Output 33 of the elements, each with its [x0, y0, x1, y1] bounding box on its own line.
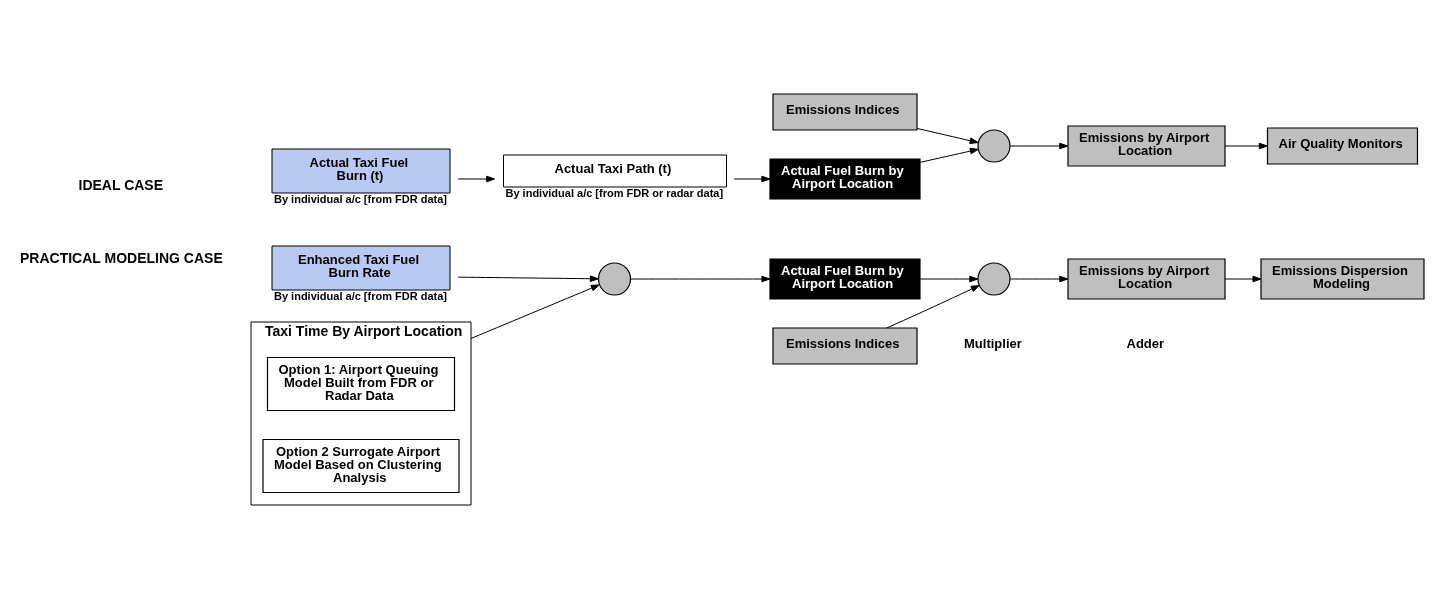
node-label: By individual a/c [from FDR or radar data]: [505, 186, 724, 199]
node-label: By individual a/c [from FDR data]: [274, 192, 447, 205]
node-circle: [977, 261, 1011, 296]
node-box: Option 1: Airport Queuing Model Built from FDR or Radar Data: [266, 356, 456, 411]
arrow: [470, 283, 600, 339]
node-box: Actual Fuel Burn by Airport Location: [769, 157, 921, 200]
arrow: [916, 127, 979, 144]
arrow: [457, 274, 599, 282]
node-box: Emissions by Airport Location: [1067, 124, 1226, 167]
legend-label: Adder: [1126, 335, 1165, 351]
label: IDEAL CASE: [78, 176, 164, 193]
arrow: [1009, 142, 1069, 149]
node-box: Emissions Indices: [772, 92, 918, 131]
node-box: Emissions Dispersion Modeling: [1260, 257, 1425, 300]
arrow: [457, 175, 496, 182]
arrow: [886, 284, 980, 328]
legend-label: Multiplier: [964, 335, 1022, 351]
arrow: [919, 147, 979, 163]
arrow: [1224, 275, 1262, 282]
node-box: Option 2 Surrogate Airport Model Based on Clustering Analysis: [262, 438, 460, 493]
arrow: [733, 175, 771, 182]
arrow: [630, 275, 771, 282]
arrow: [1009, 275, 1069, 282]
node-circle: [977, 128, 1011, 163]
node-box: Emissions by Airport Location: [1067, 257, 1226, 300]
node-box: Emissions Indices: [772, 326, 918, 365]
node-label: By individual a/c [from FDR data]: [274, 289, 447, 302]
arrow: [919, 275, 979, 282]
label: PRACTICAL MODELING CASE: [20, 249, 223, 266]
node-box: Actual Fuel Burn by Airport Location: [769, 257, 921, 300]
node-box: Air Quality Monitors: [1266, 126, 1419, 165]
arrow: [1224, 142, 1268, 149]
node-circle: [597, 261, 632, 296]
